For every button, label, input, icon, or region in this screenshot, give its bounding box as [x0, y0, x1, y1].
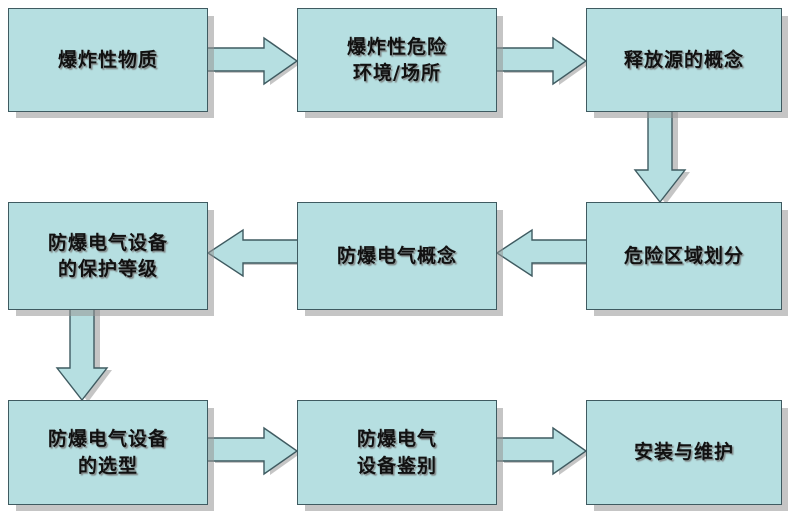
flow-node-equipment-identification[interactable]: 防爆电气 设备鉴别: [297, 400, 497, 505]
connector-arrow-down-1: [633, 109, 702, 206]
flow-node-explosive-substance[interactable]: 爆炸性物质: [8, 8, 208, 112]
flow-node-installation-and-maintenance[interactable]: 安装与维护: [586, 400, 782, 505]
connector-arrow-down-2: [55, 307, 124, 404]
connector-arrow-right-3: [206, 426, 301, 478]
connector-arrow-left-2: [495, 228, 590, 282]
flow-node-protection-level[interactable]: 防爆电气设备 的保护等级: [8, 202, 208, 310]
flow-node-equipment-selection[interactable]: 防爆电气设备 的选型: [8, 400, 208, 505]
connector-arrow-right-2: [495, 36, 590, 86]
flow-node-explosive-hazard-environment[interactable]: 爆炸性危险 环境/场所: [297, 8, 497, 112]
connector-arrow-right-1: [206, 36, 301, 86]
flow-node-explosion-proof-concept[interactable]: 防爆电气概念: [297, 202, 497, 310]
connector-arrow-right-4: [495, 426, 590, 478]
connector-arrow-left-1: [206, 228, 301, 282]
flow-node-hazardous-area-classification[interactable]: 危险区域划分: [586, 202, 782, 310]
flow-node-source-of-release-concept[interactable]: 释放源的概念: [586, 8, 782, 112]
